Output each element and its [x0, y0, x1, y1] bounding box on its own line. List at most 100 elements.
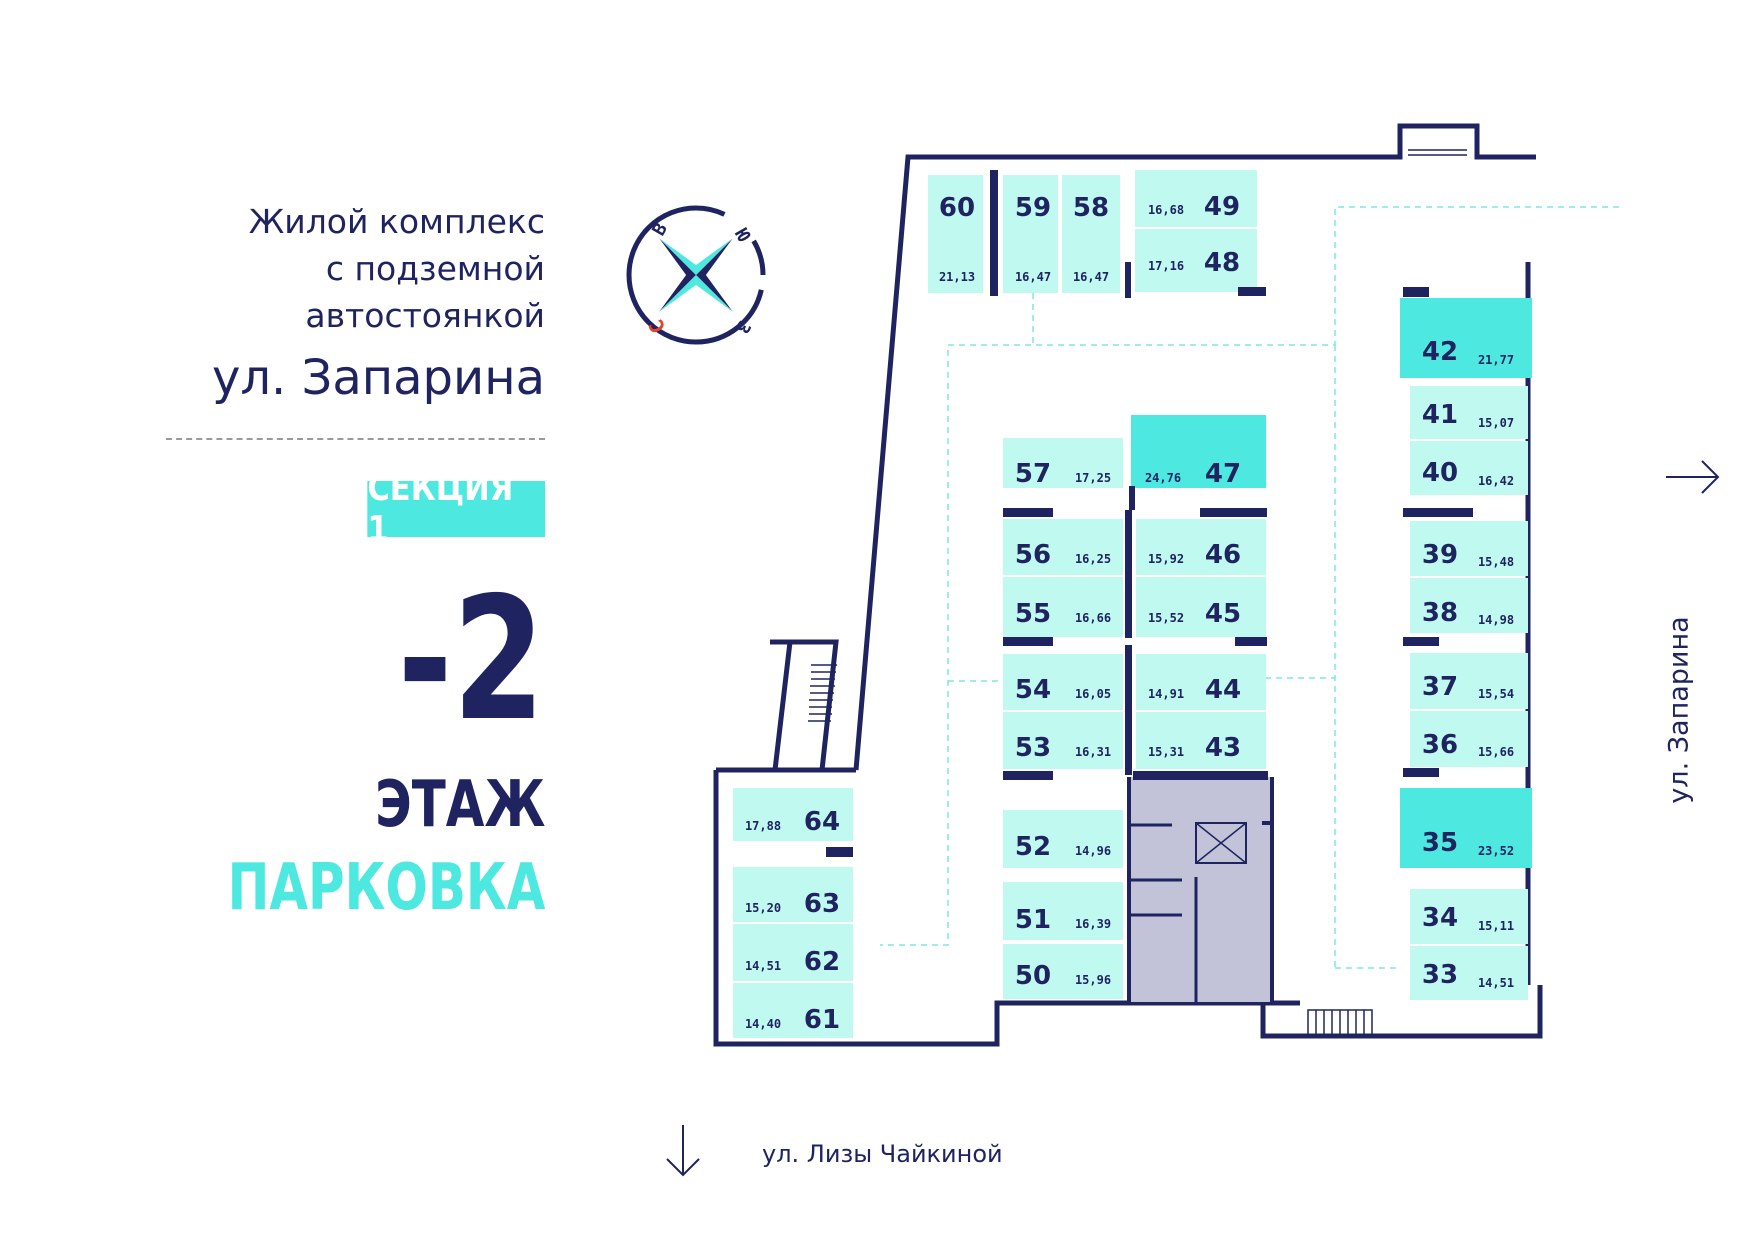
parking-space-area: 16,42: [1478, 474, 1514, 488]
parking-space-fill: [1136, 654, 1266, 710]
parking-space-number: 34: [1422, 903, 1458, 933]
parking-space-63[interactable]: 63 15,20: [733, 867, 853, 922]
parking-space-55[interactable]: 55 16,66: [1003, 577, 1123, 637]
compass-letter-south: Ю: [730, 226, 754, 246]
parking-space-number: 41: [1422, 400, 1458, 430]
parking-space-fill: [928, 175, 983, 293]
parking-label: ПАРКОВКА: [227, 851, 545, 925]
parking-space-area: 14,96: [1075, 844, 1111, 858]
parking-space-number: 48: [1204, 248, 1240, 278]
parking-space-49[interactable]: 49 16,68: [1135, 170, 1257, 227]
parking-space-64[interactable]: 64 17,88: [733, 788, 853, 841]
parking-space-fill: [1410, 946, 1528, 1000]
header-divider: [166, 438, 545, 440]
parking-space-fill: [1003, 882, 1123, 940]
parking-space-fill: [1410, 711, 1528, 767]
arrow-down-icon: [666, 1125, 700, 1177]
parking-space-fill: [1136, 712, 1266, 769]
parking-space-area: 14,98: [1478, 613, 1514, 627]
subtitle-line-3: автостоянкой: [305, 296, 545, 335]
parking-space-number: 62: [804, 947, 840, 977]
parking-space-area: 16,66: [1075, 611, 1111, 625]
parking-space-38[interactable]: 38 14,98: [1410, 578, 1528, 633]
parking-space-number: 38: [1422, 598, 1458, 628]
parking-space-number: 53: [1015, 733, 1051, 763]
subtitle-line-2: с подземной: [325, 249, 545, 288]
parking-space-area: 15,52: [1148, 611, 1184, 625]
parking-space-number: 49: [1204, 192, 1240, 222]
parking-space-fill: [1003, 810, 1123, 868]
parking-space-number: 58: [1073, 193, 1109, 223]
parking-space-area: 16,31: [1075, 745, 1111, 759]
parking-space-fill: [733, 924, 853, 981]
parking-space-area: 14,51: [745, 959, 781, 973]
parking-space-area: 15,20: [745, 901, 781, 915]
parking-space-fill: [1410, 578, 1528, 633]
street-label-bottom: ул. Лизы Чайкиной: [762, 1140, 1003, 1168]
parking-space-area: 17,16: [1148, 259, 1184, 273]
parking-space-area: 17,88: [745, 819, 781, 833]
parking-space-number: 50: [1015, 961, 1051, 991]
stairs-bottom: [1307, 1009, 1373, 1037]
parking-space-62[interactable]: 62 14,51: [733, 924, 853, 981]
parking-space-number: 54: [1015, 675, 1051, 705]
parking-space-fill: [1003, 654, 1123, 710]
parking-space-34[interactable]: 34 15,11: [1410, 889, 1528, 944]
parking-space-54[interactable]: 54 16,05: [1003, 654, 1123, 710]
parking-space-area: 15,11: [1478, 919, 1514, 933]
parking-space-fill: [1062, 175, 1120, 293]
parking-space-number: 60: [939, 193, 975, 223]
parking-space-53[interactable]: 53 16,31: [1003, 712, 1123, 769]
parking-space-number: 40: [1422, 458, 1458, 488]
parking-space-fill: [733, 788, 853, 841]
parking-space-fill: [1410, 441, 1528, 495]
parking-space-fill: [1136, 519, 1266, 575]
parking-space-area: 16,68: [1148, 203, 1184, 217]
parking-space-area: 15,92: [1148, 552, 1184, 566]
parking-space-number: 63: [804, 889, 840, 919]
parking-space-40[interactable]: 40 16,42: [1410, 441, 1528, 495]
floor-number: -2: [397, 561, 545, 759]
parking-space-fill: [1400, 788, 1532, 868]
parking-space-number: 39: [1422, 540, 1458, 570]
parking-space-number: 56: [1015, 540, 1051, 570]
driving-routes: [880, 206, 1619, 969]
vent-top: [1408, 149, 1467, 156]
parking-space-fill: [1400, 298, 1532, 378]
parking-space-number: 55: [1015, 599, 1051, 629]
parking-space-50[interactable]: 50 15,96: [1003, 944, 1123, 999]
parking-space-area: 17,25: [1075, 471, 1111, 485]
parking-space-area: 15,96: [1075, 973, 1111, 987]
parking-space-48[interactable]: 48 17,16: [1135, 229, 1257, 292]
parking-space-area: 16,47: [1015, 270, 1051, 284]
parking-space-fill: [1003, 438, 1123, 488]
parking-space-number: 37: [1422, 672, 1458, 702]
parking-space-number: 51: [1015, 905, 1051, 935]
parking-space-number: 64: [804, 807, 840, 837]
parking-space-fill: [1003, 519, 1123, 575]
parking-space-fill: [1003, 175, 1058, 293]
floor-label: ЭТАЖ: [374, 768, 545, 842]
parking-space-area: 16,05: [1075, 687, 1111, 701]
